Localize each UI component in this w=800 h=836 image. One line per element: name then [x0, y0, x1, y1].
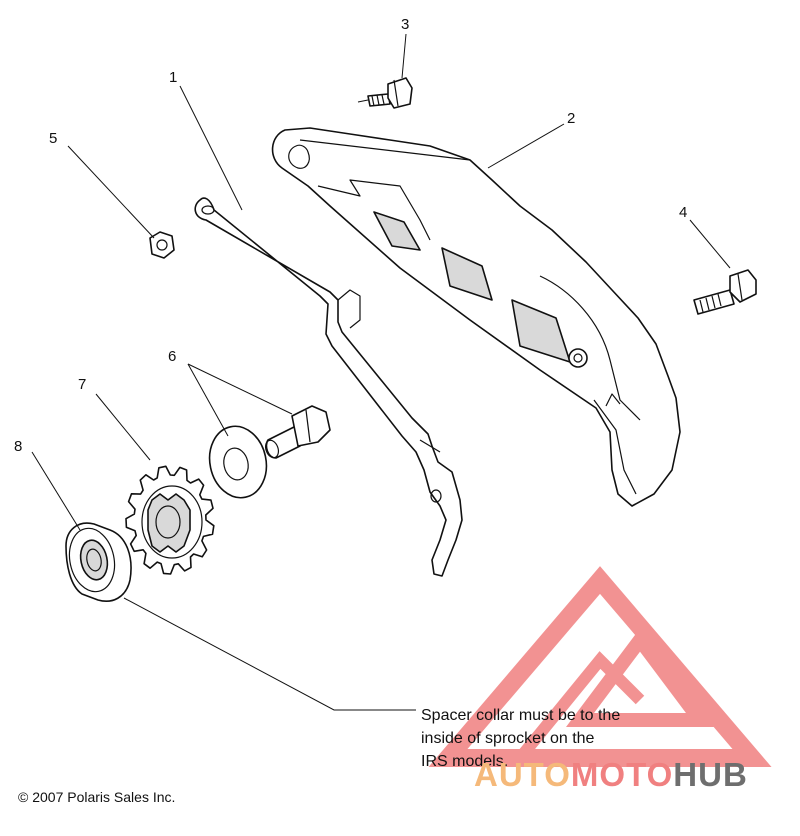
watermark-triangle-outer [428, 566, 772, 767]
sprocket [125, 465, 215, 575]
callout-6: 6 [168, 348, 176, 365]
watermark-wordmark: AUTOMOTOHUB [474, 756, 748, 793]
callout-2: 2 [567, 110, 575, 127]
callout-4: 4 [679, 204, 687, 221]
callout-1: 1 [169, 69, 177, 86]
callout-5: 5 [49, 130, 57, 147]
spacer-collar [65, 522, 132, 602]
leader-8 [31, 451, 81, 531]
bracket-arm [194, 197, 463, 577]
watermark-word-moto: MOTO [571, 756, 673, 793]
watermark-m-stroke [515, 651, 645, 762]
installation-note: Spacer collar must be to the inside of s… [421, 707, 620, 770]
bolt-center [264, 405, 331, 459]
washer [208, 425, 268, 499]
leader-7 [95, 393, 151, 461]
watermark-logo [428, 566, 772, 767]
watermark-word-hub: HUB [673, 756, 748, 793]
leader-2 [487, 123, 565, 169]
leader-5 [67, 145, 155, 239]
callout-7: 7 [78, 376, 86, 393]
leader-6b [187, 363, 293, 415]
leader-6a [187, 363, 229, 437]
note-line-3: IRS models. [421, 753, 508, 770]
hex-nut [149, 231, 175, 259]
note-line-2: inside of sprocket on the [421, 730, 595, 747]
watermark-word-auto: AUTO [474, 756, 571, 793]
leader-3 [401, 33, 407, 79]
bolt-right [693, 269, 757, 315]
leader-lines [31, 33, 731, 711]
callout-8: 8 [14, 438, 22, 455]
leader-1 [179, 85, 243, 211]
chain-guard [271, 127, 681, 507]
note-line-1: Spacer collar must be to the [421, 707, 620, 724]
callout-numbers: 1 2 3 4 5 6 7 8 [14, 16, 687, 455]
bolt-upper [357, 77, 413, 109]
leader-note [123, 597, 416, 711]
callout-3: 3 [401, 16, 409, 33]
leader-4 [689, 219, 731, 269]
copyright-text: © 2007 Polaris Sales Inc. [18, 789, 175, 805]
watermark-triangle-inner [566, 628, 714, 727]
